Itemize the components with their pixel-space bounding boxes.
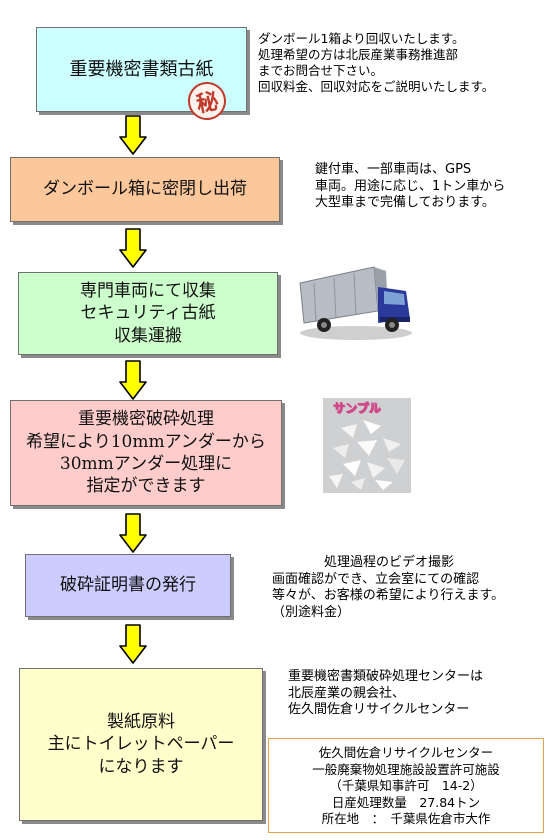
truck-photo bbox=[294, 261, 416, 343]
step-label: 製紙原料 主にトイレットペーパー になります bbox=[47, 711, 235, 777]
step-classified-documents: 重要機密書類古紙 bbox=[36, 27, 247, 112]
step-label: 重要機密書類古紙 bbox=[69, 58, 214, 80]
step-label: 重要機密破砕処理 希望により10mmアンダーから 30mmアンダー処理に 指定が… bbox=[26, 409, 266, 497]
step-sealed-shipping: ダンボール箱に密閉し出荷 bbox=[10, 157, 280, 222]
down-arrow-icon bbox=[119, 360, 147, 400]
shredded-sample-photo: サンプル bbox=[323, 398, 411, 493]
note-video: 処理過程のビデオ撮影 画面確認ができ、立会室にての確認 等々が、お客様の希望によ… bbox=[272, 555, 505, 620]
note-center: 重要機密書類破砕処理センターは 北辰産業の親会社、 佐久間佐倉リサイクルセンター bbox=[288, 669, 484, 718]
down-arrow-icon bbox=[119, 228, 147, 268]
stamp-text: 秘 bbox=[193, 87, 221, 118]
step-shredding: 重要機密破砕処理 希望により10mmアンダーから 30mmアンダー処理に 指定が… bbox=[10, 400, 282, 506]
down-arrow-icon bbox=[119, 624, 147, 664]
note-vehicles: 鍵付車、一部車両は、GPS 車両。用途に応じ、1トン車から 大型車まで完備してお… bbox=[315, 162, 506, 211]
step-certificate: 破砕証明書の発行 bbox=[25, 554, 231, 617]
step-label: ダンボール箱に密閉し出荷 bbox=[43, 179, 247, 200]
step-transport: 専門車両にて収集 セキュリティ古紙 収集運搬 bbox=[18, 272, 278, 355]
down-arrow-icon bbox=[119, 115, 147, 155]
note-collection: ダンボール1箱より回収いたします。 処理希望の方は北辰産業事務推進部 までお問合… bbox=[258, 31, 495, 94]
down-arrow-icon bbox=[119, 513, 147, 553]
sample-label: サンプル bbox=[333, 401, 381, 416]
step-paper-material: 製紙原料 主にトイレットペーパー になります bbox=[19, 668, 263, 821]
step-label: 専門車両にて収集 セキュリティ古紙 収集運搬 bbox=[80, 280, 216, 346]
step-label: 破砕証明書の発行 bbox=[60, 575, 196, 596]
facility-info-box: 佐久間佐倉リサイクルセンター 一般廃棄物処理施設設置許可施設 （千葉県知事許可 … bbox=[268, 738, 544, 833]
